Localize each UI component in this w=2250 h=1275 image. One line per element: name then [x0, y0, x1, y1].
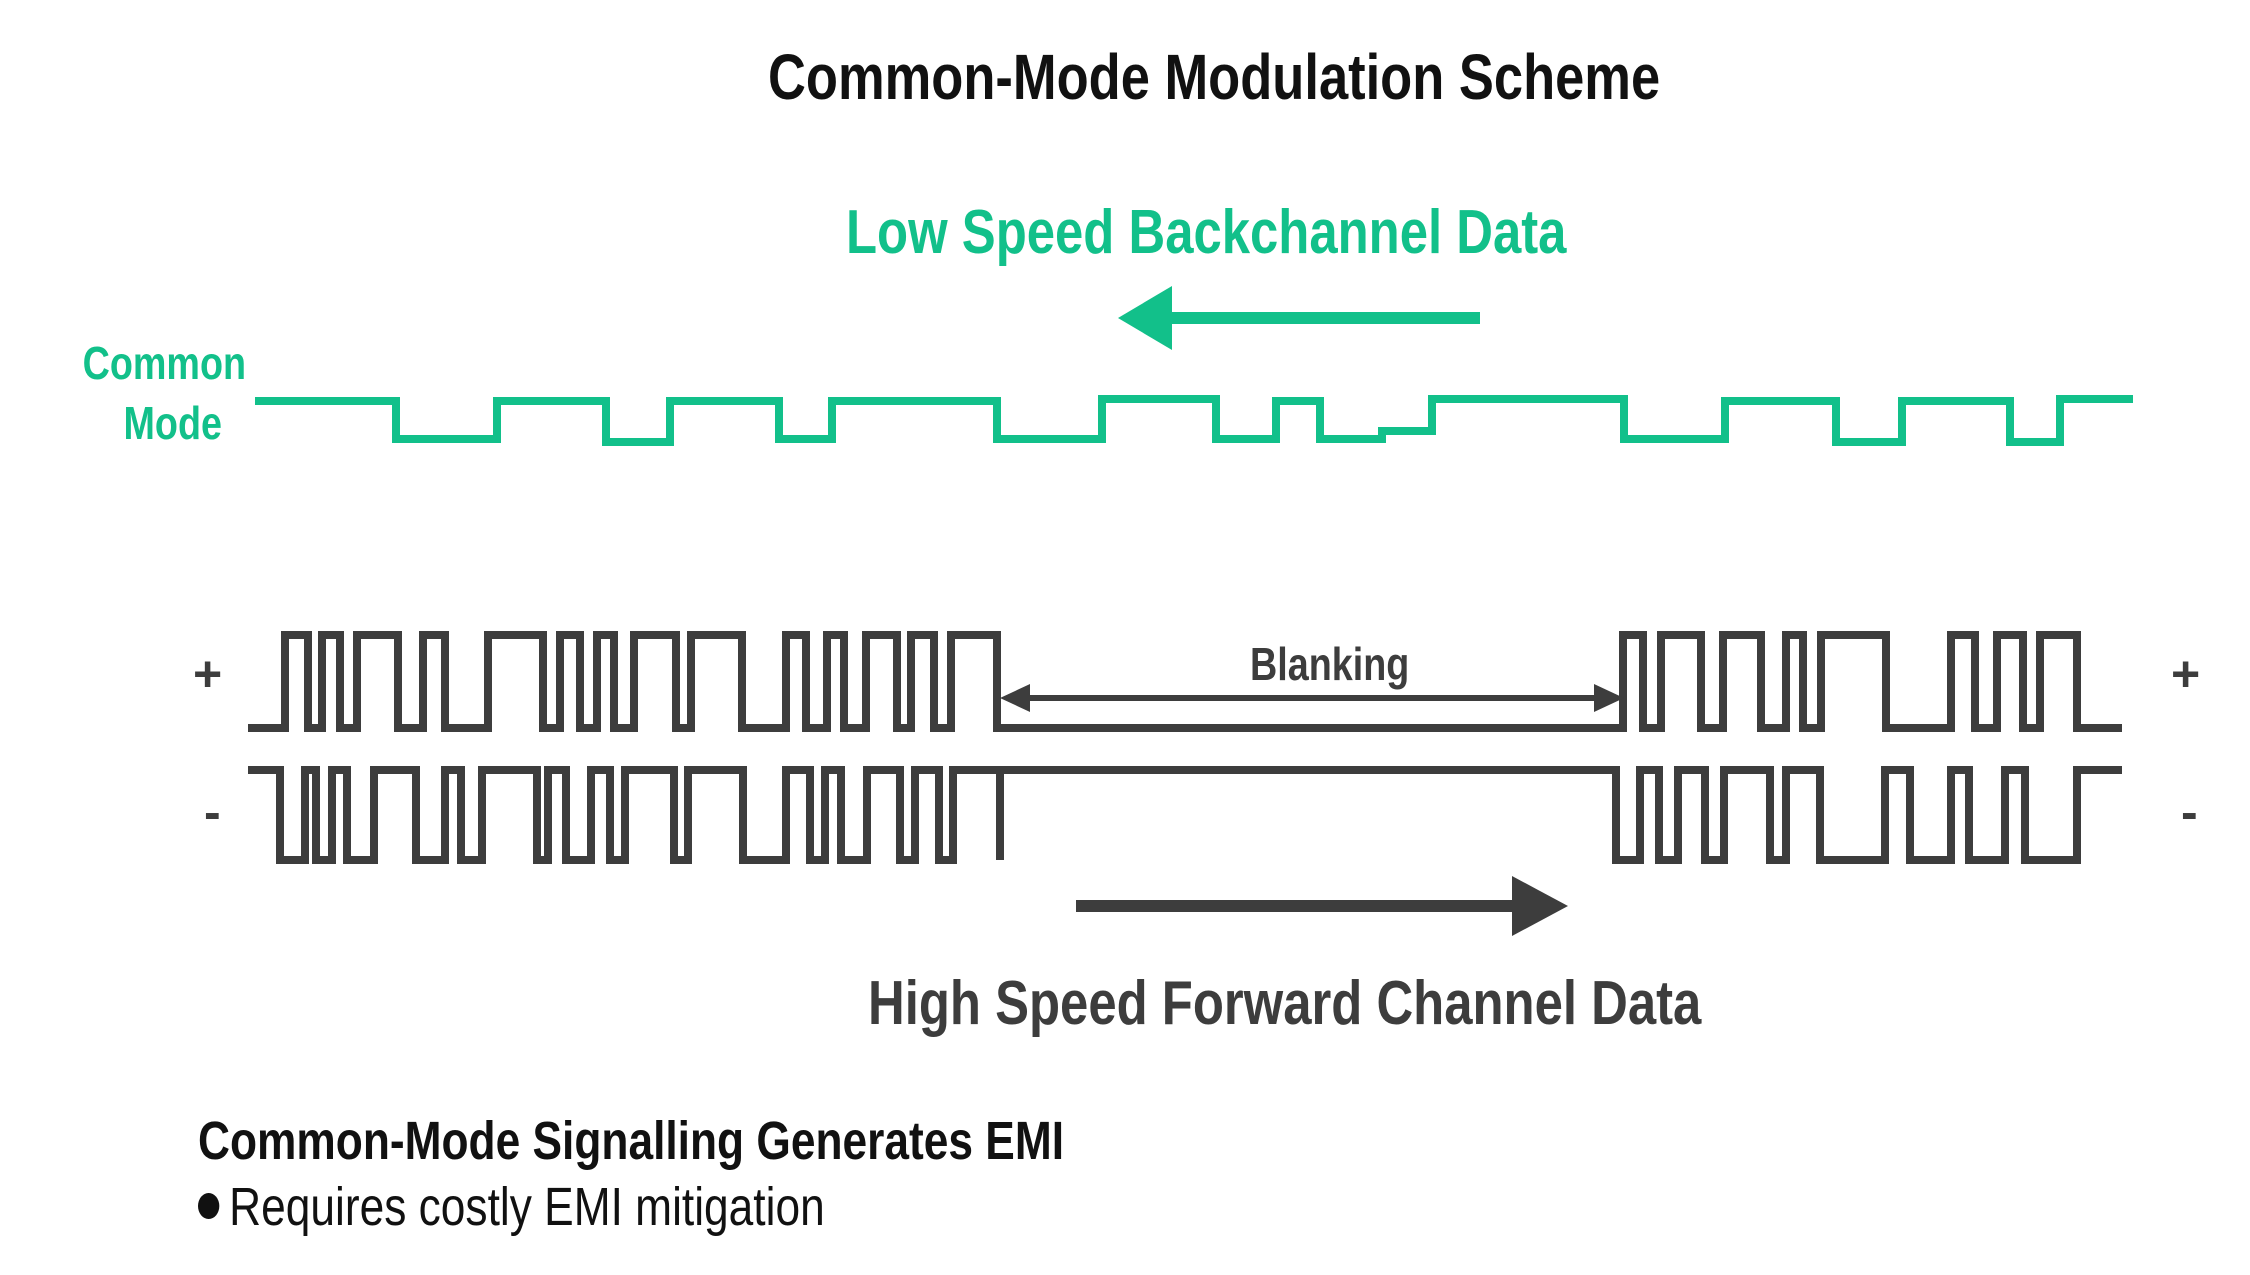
bullet-dot-icon: [198, 1193, 220, 1219]
backchannel-arrow: [1118, 286, 1480, 350]
blanking-arrow: [1000, 684, 1624, 712]
emi-bullet: Requires costly EMI mitigation: [198, 1176, 825, 1238]
positive-polarity-left: +: [193, 646, 223, 702]
forward-channel-label: High Speed Forward Channel Data: [868, 969, 1702, 1038]
negative-polarity-right: -: [2181, 784, 2198, 840]
positive-polarity-right: +: [2171, 646, 2201, 702]
common-mode-waveform: [255, 395, 2133, 446]
differential-positive-waveform: [248, 631, 2122, 732]
diagram-title: Common-Mode Modulation Scheme: [768, 41, 1661, 113]
common-mode-label-line1: Common: [82, 337, 247, 389]
differential-negative-waveform: [248, 766, 2122, 864]
forward-channel-arrow: [1076, 876, 1568, 936]
emi-heading: Common-Mode Signalling Generates EMI: [198, 1111, 1065, 1171]
backchannel-label: Low Speed Backchannel Data: [846, 198, 1567, 267]
blanking-label: Blanking: [1250, 638, 1410, 690]
emi-bullet-text: Requires costly EMI mitigation: [229, 1177, 825, 1237]
negative-polarity-left: -: [204, 784, 221, 840]
common-mode-label-line2: Mode: [123, 397, 222, 449]
